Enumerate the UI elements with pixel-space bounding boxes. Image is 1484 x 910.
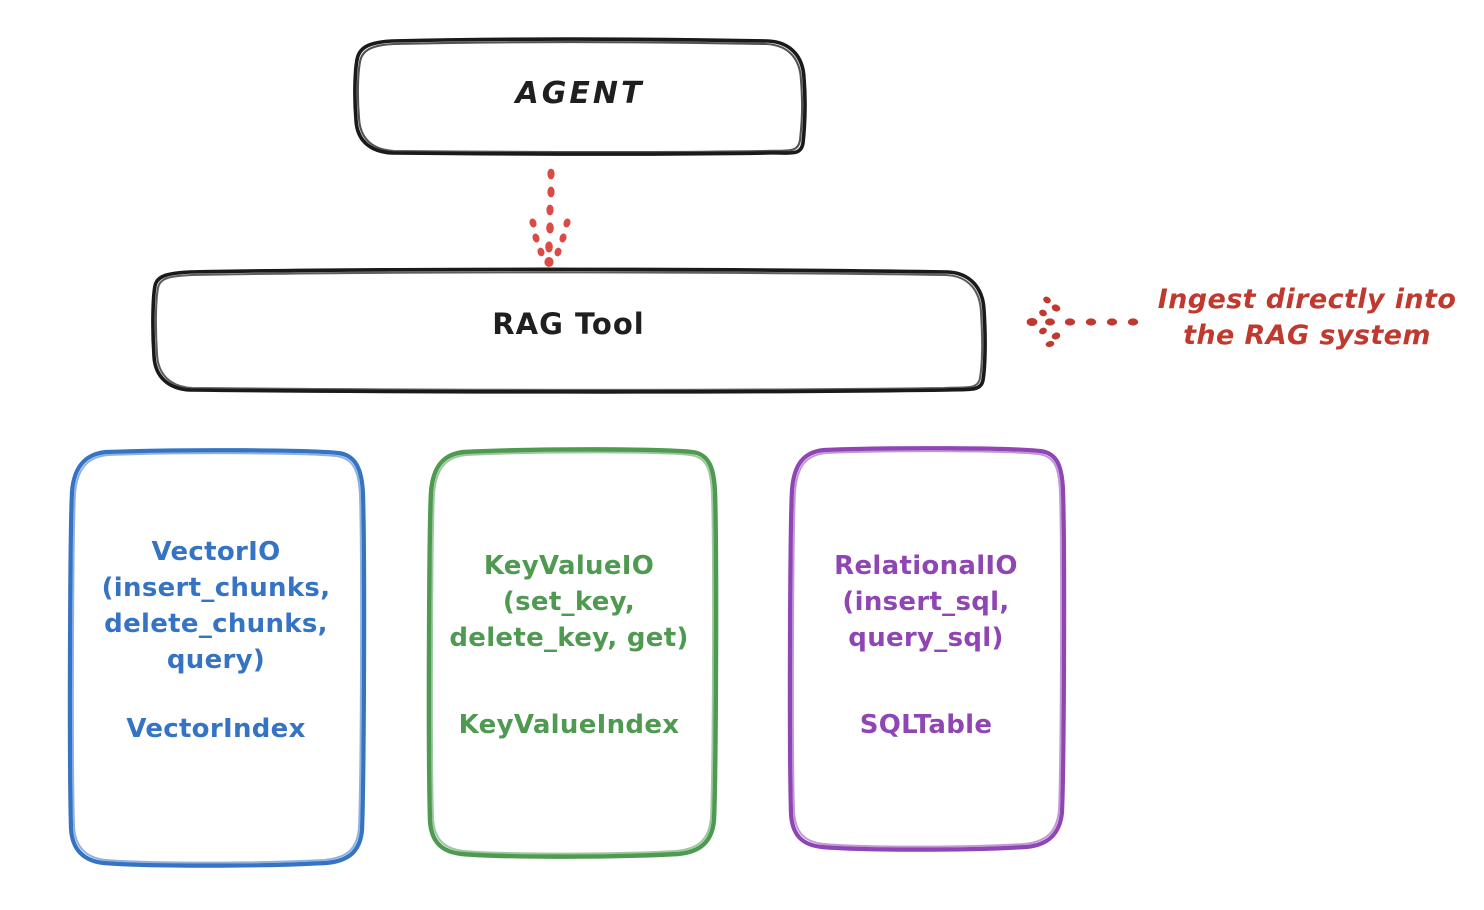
relationalio-methods-label: RelationalIO (insert_sql, query_sql) — [834, 551, 1018, 653]
ingest-annotation-label: Ingest directly into the RAG system — [1157, 284, 1457, 351]
vector-index-label: VectorIndex — [126, 714, 306, 744]
keyvalueio-methods-label: KeyValueIO (set_key, delete_key, get) — [449, 551, 689, 653]
keyvalueio-box[interactable] — [426, 447, 719, 859]
vectorio-methods-label: VectorIO (insert_chunks, delete_chunks, … — [101, 537, 331, 675]
ingest-connector — [1026, 296, 1139, 348]
agent-node-label: AGENT — [515, 76, 645, 111]
relationalio-box[interactable] — [787, 446, 1067, 852]
vectorio-box[interactable] — [67, 448, 367, 868]
agent-box[interactable] — [353, 37, 807, 156]
keyvalue-index-label: KeyValueIndex — [458, 710, 680, 740]
rag-tool-box[interactable] — [151, 267, 987, 394]
sql-table-label: SQLTable — [859, 710, 993, 740]
agent-to-rag-connector — [529, 168, 571, 267]
rag-tool-node-label: RAG Tool — [492, 307, 645, 341]
